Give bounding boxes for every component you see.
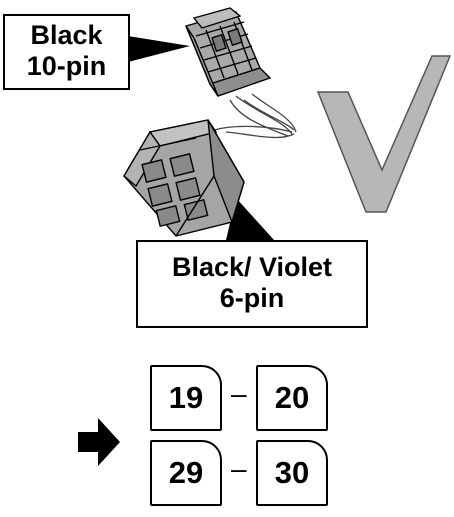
- wire-bundle: [213, 93, 297, 139]
- callout-pointer-6pin: [226, 198, 274, 240]
- pin-box-20: 20: [256, 365, 328, 431]
- connector-10pin-drawing: [185, 7, 272, 97]
- connector-6pin-drawing: [123, 119, 245, 237]
- callout-6pin-color: Black/ Violet: [171, 252, 333, 282]
- pin-box-29: 29: [150, 440, 222, 506]
- pin-range-separator: –: [231, 378, 247, 409]
- pin-box-19: 19: [150, 365, 222, 431]
- pin-box-30: 30: [256, 440, 328, 506]
- pin-range-separator: –: [231, 453, 247, 484]
- check-mark-icon: [316, 55, 452, 213]
- callout-6pin-count: 6-pin: [219, 283, 285, 314]
- callout-6pin-connector: Black/ Violet 6-pin: [136, 240, 368, 328]
- callout-10pin-color: Black: [30, 20, 103, 50]
- callout-pointer-10pin: [128, 36, 190, 62]
- callout-10pin-connector: Black 10-pin: [3, 14, 130, 90]
- arrow-right-icon: [78, 418, 120, 466]
- callout-10pin-count: 10-pin: [26, 51, 107, 82]
